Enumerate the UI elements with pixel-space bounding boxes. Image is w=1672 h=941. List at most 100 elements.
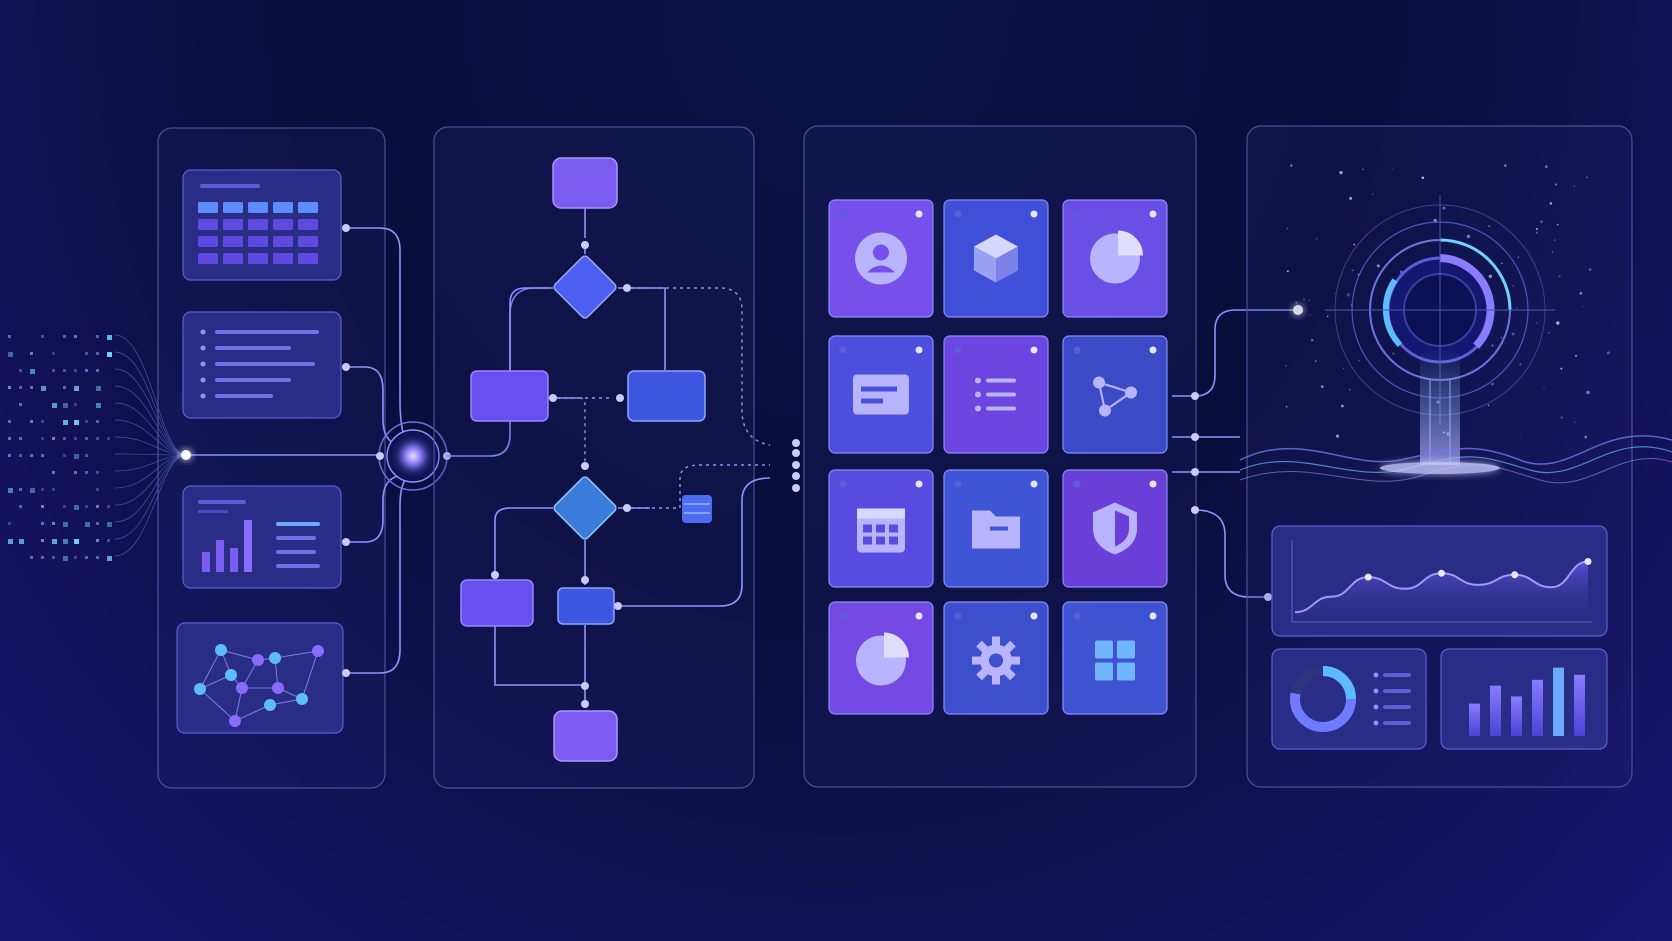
sparkle — [1467, 235, 1470, 238]
particle — [30, 488, 35, 493]
sparkle — [1586, 177, 1587, 178]
particle — [30, 420, 33, 423]
calendar-icon — [857, 509, 905, 553]
network-node — [215, 644, 227, 656]
sparkle — [1512, 285, 1513, 286]
network-node — [236, 682, 248, 694]
particle — [107, 335, 112, 340]
particle — [85, 454, 88, 457]
particle — [63, 539, 68, 544]
sparkle — [1556, 321, 1559, 324]
particle — [19, 505, 22, 508]
bar-mark — [1574, 675, 1585, 736]
sparkle — [1586, 391, 1589, 394]
particle — [19, 488, 22, 491]
network-node — [225, 669, 237, 681]
sparkle — [1349, 389, 1350, 390]
donut-card[interactable] — [1272, 649, 1426, 749]
sparkle — [1491, 383, 1494, 386]
particle — [8, 522, 11, 525]
network-card[interactable] — [177, 623, 343, 733]
particle — [19, 386, 22, 389]
sparkle — [1353, 244, 1355, 246]
app-tile-shield[interactable] — [1063, 470, 1167, 587]
workflow-panel — [434, 127, 770, 788]
start-block[interactable] — [553, 158, 617, 208]
particle — [96, 352, 99, 355]
sparkle — [1442, 207, 1445, 210]
particle — [96, 369, 99, 372]
process-block-right[interactable] — [628, 371, 705, 421]
sparkle — [1422, 176, 1425, 179]
list-line — [215, 330, 319, 334]
end-block[interactable] — [554, 711, 617, 761]
particle — [30, 454, 33, 457]
sparkle — [1316, 238, 1318, 240]
particle — [8, 488, 13, 493]
bar-mark — [1469, 704, 1480, 736]
app-tile-cube[interactable] — [944, 200, 1048, 317]
app-grid-panel — [804, 126, 1196, 787]
particle — [19, 369, 22, 372]
app-tile-user[interactable] — [829, 200, 933, 317]
particle — [63, 556, 68, 561]
bar-mark — [1490, 686, 1501, 736]
particle — [107, 352, 112, 357]
particle — [52, 352, 55, 355]
particle — [52, 471, 55, 474]
particle — [41, 420, 44, 423]
sparkle — [1520, 438, 1521, 439]
sparkle — [1582, 306, 1583, 307]
sparkle — [1550, 202, 1553, 205]
particle — [41, 556, 44, 559]
list-bullet — [201, 330, 206, 335]
sparkle — [1504, 164, 1507, 167]
particle — [96, 437, 99, 440]
list-line — [215, 346, 291, 350]
sparkle — [1315, 360, 1317, 362]
particle — [41, 437, 44, 440]
app-tile-grid[interactable] — [1063, 602, 1167, 714]
sparkle — [1343, 368, 1344, 369]
app-tile-pie-chart[interactable] — [829, 602, 933, 714]
sparkle — [1327, 316, 1329, 318]
particle — [85, 420, 88, 423]
sparkle — [1575, 355, 1577, 357]
card-icon — [853, 375, 909, 415]
particle — [41, 386, 46, 391]
app-tile-list[interactable] — [944, 336, 1048, 453]
app-tile-gear[interactable] — [944, 602, 1048, 714]
app-tile-card[interactable] — [829, 336, 933, 453]
table-cell — [248, 236, 268, 247]
line-chart-point — [1365, 574, 1372, 581]
table-cell — [223, 253, 243, 264]
particle — [52, 437, 55, 440]
sparkle — [1489, 275, 1492, 278]
process-block-left[interactable] — [471, 371, 548, 421]
sparkle — [1287, 228, 1289, 230]
bar-chart-card[interactable] — [183, 486, 341, 588]
sparkle — [1309, 300, 1310, 301]
particle — [96, 522, 99, 525]
list-card[interactable] — [183, 312, 341, 418]
app-tile-folder[interactable] — [944, 470, 1048, 587]
queue-icon[interactable] — [682, 495, 712, 523]
sparkle — [1501, 263, 1502, 264]
sparkle — [1372, 194, 1373, 195]
app-tile-calendar[interactable] — [829, 470, 933, 587]
sparkle — [1311, 339, 1314, 342]
process-block-bottom-left[interactable] — [461, 580, 533, 626]
particle — [8, 335, 11, 338]
sparkle — [1286, 406, 1288, 408]
app-tile-pie-chart[interactable] — [1063, 200, 1167, 317]
bar-card[interactable] — [1441, 649, 1607, 749]
line-chart-card[interactable] — [1272, 526, 1607, 636]
sparkle — [1321, 385, 1324, 388]
sparkle — [1362, 169, 1364, 171]
table-card[interactable] — [183, 170, 341, 280]
app-tile-share[interactable] — [1063, 336, 1167, 453]
process-block-bottom-right[interactable] — [558, 588, 614, 624]
list-line — [215, 378, 291, 382]
particle — [85, 352, 88, 355]
sparkle — [1544, 387, 1545, 388]
